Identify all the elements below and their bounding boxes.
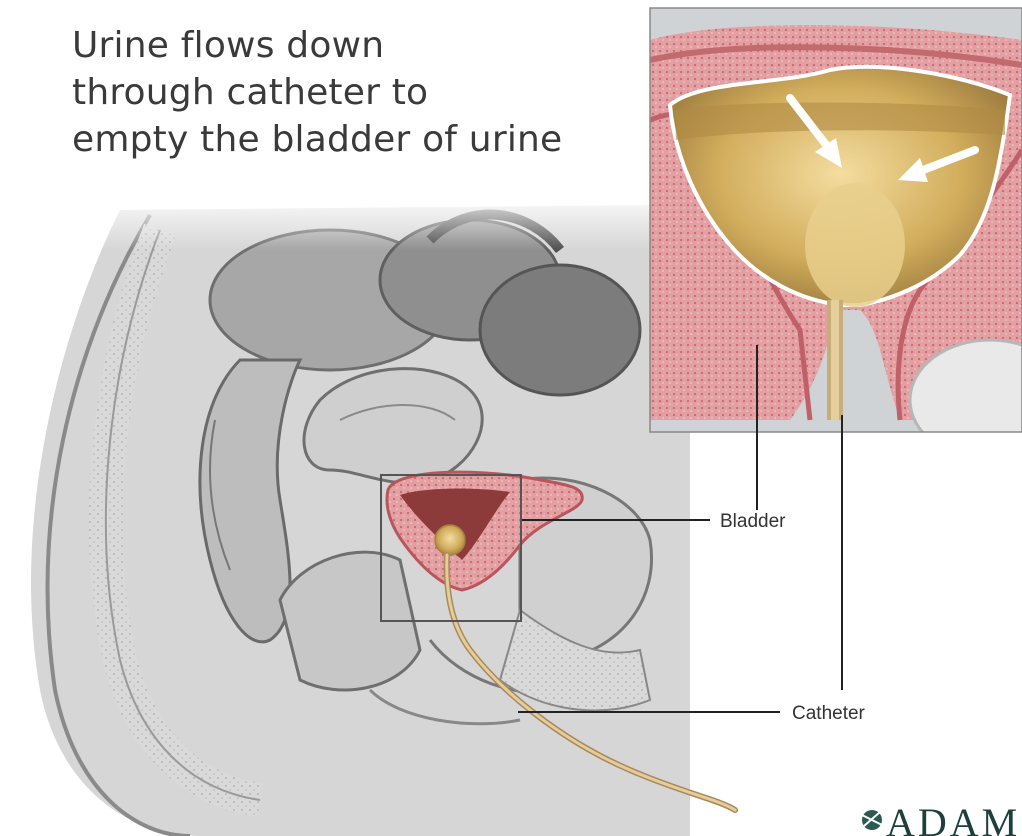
logo-text: ADAM <box>886 800 1020 836</box>
bladder-label: Bladder <box>720 511 786 532</box>
adam-logo: ADAM <box>862 800 1020 836</box>
bladder-inset <box>650 8 1022 460</box>
logo-emblem-icon <box>862 810 882 830</box>
pelvis-illustration <box>0 190 690 836</box>
catheter-label: Catheter <box>792 703 866 724</box>
